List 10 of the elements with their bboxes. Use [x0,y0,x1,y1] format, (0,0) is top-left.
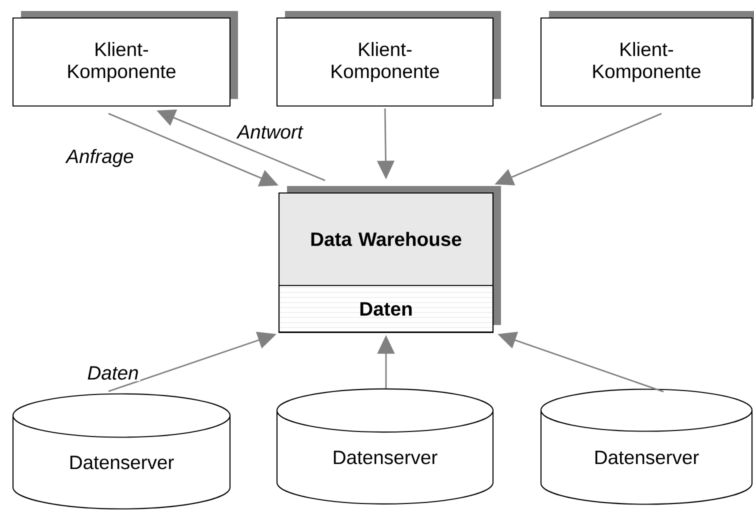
component-box: Klient-Komponente [276,11,501,107]
component-box: Klient-Komponente [540,11,754,107]
edge-label: Daten [86,364,140,382]
data-section: Daten [278,285,494,334]
database-cylinder: Datenserver [540,388,753,505]
database-cylinder: Datenserver [276,388,494,504]
component-box: Klient-Komponente [12,11,238,107]
database-cylinder: Datenserver [12,393,231,510]
edge-label: Antwort [236,124,304,140]
edge-label: Anfrage [64,148,136,168]
